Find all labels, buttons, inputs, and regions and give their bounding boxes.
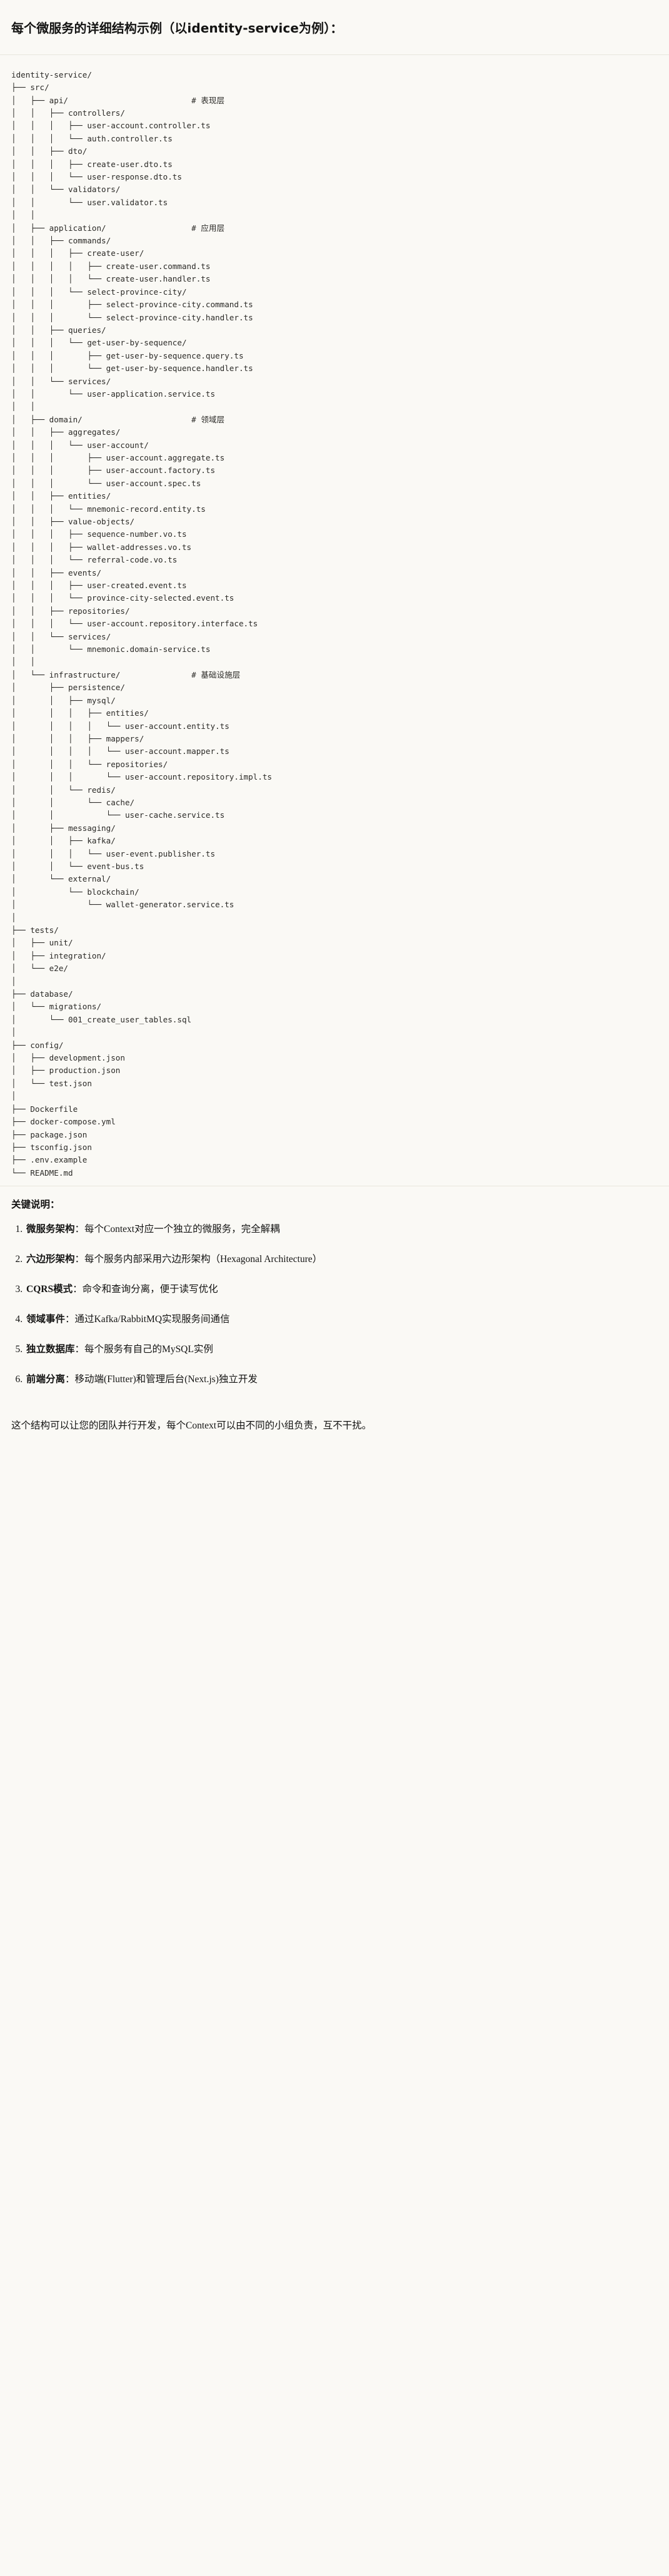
key-note-separator: ： (65, 1374, 75, 1385)
key-note-description: 每个Context对应一个独立的微服务，完全解耦 (84, 1224, 280, 1235)
key-note-item: 领域事件：通过Kafka/RabbitMQ实现服务间通信 (25, 1311, 658, 1328)
key-note-description: 命令和查询分离，便于读写优化 (82, 1284, 218, 1295)
key-note-separator: ： (74, 1224, 85, 1235)
key-note-separator: ： (65, 1314, 75, 1325)
key-notes-title: 关键说明： (11, 1199, 60, 1211)
key-note-term: 前端分离 (26, 1374, 66, 1385)
directory-tree: identity-service/ ├── src/ │ ├── api/ # … (11, 69, 273, 1178)
key-notes-list: 微服务架构：每个Context对应一个独立的微服务，完全解耦六边形架构：每个服务… (11, 1221, 658, 1388)
key-note-description: 每个服务有自己的MySQL实例 (84, 1344, 213, 1355)
key-note-item: CQRS模式：命令和查询分离，便于读写优化 (25, 1281, 658, 1298)
page-root: 每个微服务的详细结构示例（以identity-service为例）： ident… (0, 8, 669, 1435)
key-note-separator: ： (74, 1254, 85, 1265)
key-note-separator: ： (74, 1344, 85, 1355)
directory-tree-block: identity-service/ ├── src/ │ ├── api/ # … (0, 54, 669, 1186)
key-note-term: 六边形架构 (26, 1254, 75, 1265)
key-notes-section: 关键说明： 微服务架构：每个Context对应一个独立的微服务，完全解耦六边形架… (0, 1186, 669, 1408)
key-note-description: 每个服务内部采用六边形架构（Hexagonal Architecture） (84, 1254, 323, 1265)
key-note-term: CQRS模式 (26, 1284, 73, 1295)
header-divider (0, 54, 669, 55)
key-note-separator: ： (73, 1284, 83, 1295)
key-note-term: 独立数据库 (26, 1344, 75, 1355)
key-note-item: 六边形架构：每个服务内部采用六边形架构（Hexagonal Architectu… (25, 1251, 658, 1268)
key-note-term: 微服务架构 (26, 1224, 75, 1235)
key-note-description: 通过Kafka/RabbitMQ实现服务间通信 (74, 1314, 230, 1325)
key-note-item: 独立数据库：每个服务有自己的MySQL实例 (25, 1341, 658, 1358)
closing-paragraph: 这个结构可以让您的团队并行开发，每个Context可以由不同的小组负责，互不干扰… (11, 1420, 372, 1432)
key-note-item: 前端分离：移动端(Flutter)和管理后台(Next.js)独立开发 (25, 1372, 658, 1388)
key-note-term: 领域事件 (26, 1314, 66, 1325)
key-note-item: 微服务架构：每个Context对应一个独立的微服务，完全解耦 (25, 1221, 658, 1238)
key-note-description: 移动端(Flutter)和管理后台(Next.js)独立开发 (74, 1374, 258, 1385)
page-title: 每个微服务的详细结构示例（以identity-service为例）： (11, 21, 343, 36)
